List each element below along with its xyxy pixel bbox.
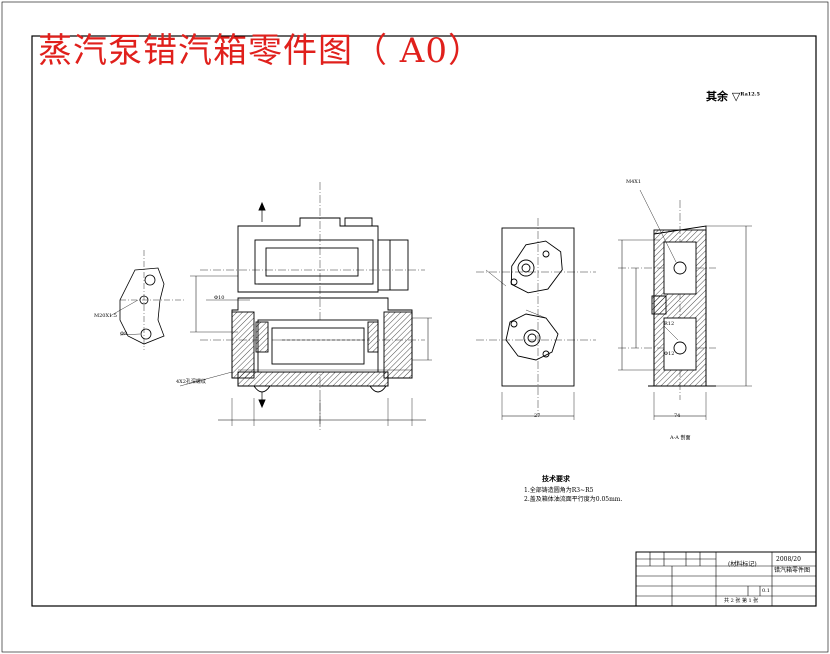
section-label: A-A 剖面 xyxy=(670,435,691,441)
roughness-note: 其余 ▽Ra12.5 xyxy=(706,88,760,104)
tech-req-item-2: 2.盖及箱体油流面平行度为0.05mm. xyxy=(524,496,623,503)
sheet-count: 共 2 张 第 1 张 xyxy=(724,598,759,604)
drawing-number: 2008/20 xyxy=(776,556,801,563)
thread-left-label: M20X1.5 xyxy=(94,313,117,319)
dim-27-label: 27 xyxy=(534,413,541,419)
left-profile-view xyxy=(109,250,185,350)
drawing-border xyxy=(31,35,817,607)
roughness-value: Ra12.5 xyxy=(740,91,760,98)
phi-left-label: Φ8 xyxy=(120,331,128,337)
scale-value: 0.1 xyxy=(762,588,770,594)
part-name: 错汽箱零件图 xyxy=(774,567,811,574)
radius-right-label: R12 xyxy=(664,321,675,327)
thread-right-label: M4X1 xyxy=(626,179,642,185)
drawing-title: 蒸汽泵错汽箱零件图（ A0） xyxy=(38,31,483,71)
dim-74-label: 74 xyxy=(674,413,681,419)
cast-note-label: 4X2孔深螺纹 xyxy=(176,379,206,385)
section-view-aa xyxy=(618,189,752,420)
title-block xyxy=(635,551,817,607)
tech-req-item-1: 1.全部铸造圆角为R3~R5 xyxy=(524,487,594,494)
tech-req-heading: 技术要求 xyxy=(542,474,570,483)
main-front-view xyxy=(179,182,432,430)
roughness-label: 其余 ▽ xyxy=(706,90,741,103)
phi-hole-label: Φ10 xyxy=(214,295,225,301)
material-mark: (材料标记) xyxy=(728,561,757,568)
phi-bottom-label: Φ12 xyxy=(664,351,675,357)
side-view xyxy=(476,218,596,420)
